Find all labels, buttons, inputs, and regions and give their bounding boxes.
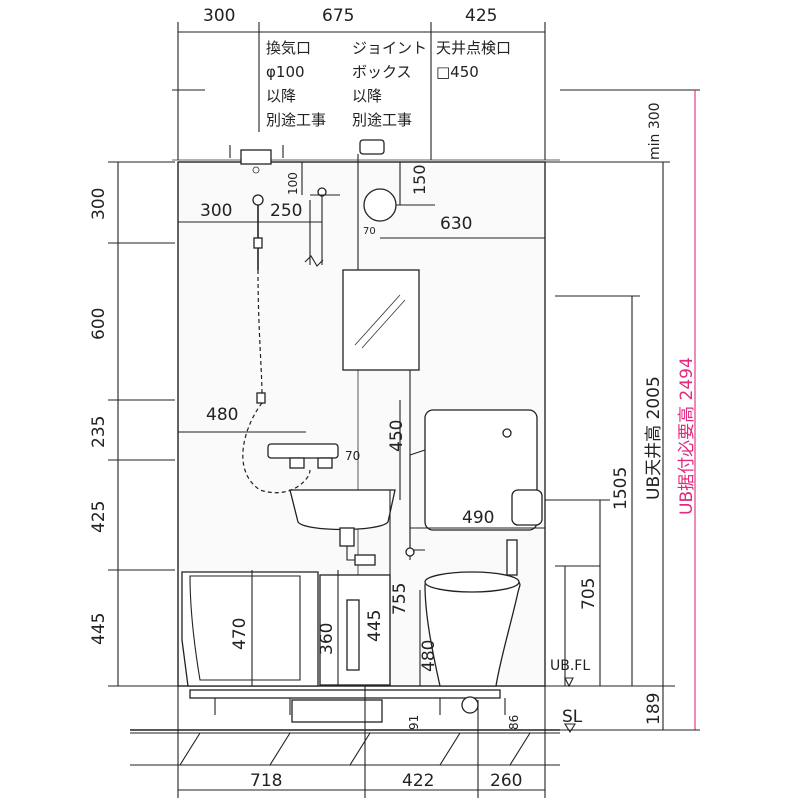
min-300-label: min 300 (647, 102, 663, 160)
left-dim-4: 425 (89, 501, 109, 533)
lower-inner-dims: 470 360 445 755 480 (230, 490, 439, 686)
dim-189: 189 (644, 693, 664, 725)
top-dim-1: 300 (203, 6, 235, 26)
dim-705: 705 (579, 578, 599, 610)
dim-86: 86 (507, 715, 521, 730)
dim-100: 100 (286, 172, 300, 195)
dim-445-inner: 445 (365, 610, 385, 642)
shower (242, 194, 311, 494)
dim-360: 360 (317, 623, 337, 655)
dim-250: 250 (270, 201, 302, 221)
dim-490: 490 (462, 508, 494, 528)
dim-480-toilet: 480 (419, 640, 439, 672)
hatch-note-line-2: □450 (436, 63, 479, 81)
dim-480-shower: 480 (206, 405, 238, 425)
left-dim-5: 445 (89, 613, 109, 645)
bottom-dimension-group: 718 422 260 (177, 686, 546, 798)
hatch-note-line-1: 天井点検口 (436, 39, 511, 57)
ub-ceiling-height: UB天井高 2005 (644, 376, 664, 500)
dim-300-inner: 300 (200, 201, 232, 221)
dim-70-b: 70 (345, 449, 360, 463)
left-dimension-group: 300 600 235 425 445 (89, 161, 560, 687)
joint-box-note: ジョイント ボックス 以降 別途工事 (352, 39, 427, 129)
joint-box (357, 139, 385, 270)
vent-note: 換気口 φ100 以降 別途工事 (266, 39, 326, 129)
dim-70-a: 70 (363, 226, 376, 237)
joint-note-line-2: ボックス (352, 63, 412, 81)
toilet-bowl (424, 539, 521, 687)
mixer-faucet: 70 (267, 443, 360, 469)
bathtub (181, 571, 319, 687)
right-dimension-group: 1505 705 UB天井高 2005 UB据付必要高 2494 min 300… (545, 89, 700, 734)
mirror (342, 269, 420, 560)
dim-450: 450 (387, 420, 407, 452)
joint-note-line-3: 以降 (352, 87, 382, 105)
bottom-dim-1: 718 (250, 771, 282, 791)
dim-150: 150 (410, 164, 429, 195)
vent-note-line-3: 以降 (266, 87, 296, 105)
vent-note-line-2: φ100 (266, 63, 305, 81)
upper-inner-dims: 100 150 300 250 70 630 (178, 162, 545, 267)
vent-fan (229, 145, 284, 174)
top-dimension-group: 300 675 425 (177, 6, 546, 160)
joint-note-line-4: 別途工事 (352, 111, 412, 129)
ub-fl-label: UB.FL (550, 658, 590, 674)
dim-91: 91 (407, 715, 421, 730)
toilet-tank (405, 409, 543, 557)
washbasin (289, 489, 396, 686)
sl-label: SL (562, 707, 583, 727)
bottom-dim-2: 422 (402, 771, 434, 791)
top-dim-3: 425 (465, 6, 497, 26)
dim-755: 755 (390, 583, 410, 615)
ceiling-hatch-note: 天井点検口 □450 (436, 39, 511, 81)
dim-1505: 1505 (611, 467, 631, 510)
left-dim-1: 300 (89, 188, 109, 220)
left-dim-3: 235 (89, 416, 109, 448)
joint-note-line-1: ジョイント (352, 39, 427, 57)
dim-630: 630 (440, 214, 472, 234)
left-dim-2: 600 (89, 308, 109, 340)
dim-470: 470 (230, 618, 250, 650)
ub-install-height: UB据付必要高 2494 (677, 357, 697, 515)
vent-note-line-1: 換気口 (266, 39, 311, 57)
vent-note-line-4: 別途工事 (266, 111, 326, 129)
bottom-dim-3: 260 (490, 771, 522, 791)
top-dim-2: 675 (322, 6, 354, 26)
floor-base: 91 86 (130, 685, 560, 766)
